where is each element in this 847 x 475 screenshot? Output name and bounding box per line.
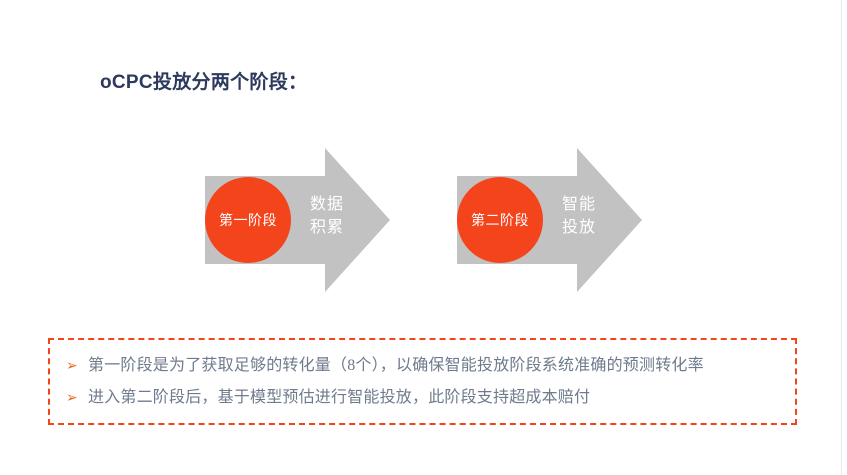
two-stage-diagram: 数据 积累 第一阶段 智能 投放 第二阶段 <box>205 145 707 295</box>
stage-arrow-label-2-line1: 智能 <box>562 196 597 213</box>
stage-arrow-label-1: 数据 积累 <box>310 193 385 239</box>
slide-right-rule <box>841 0 842 475</box>
stage-arrow-label-2: 智能 投放 <box>562 193 637 239</box>
stage-arrow-label-1-line1: 数据 <box>310 196 345 213</box>
arrow-bullet-icon: ➢ <box>66 390 78 406</box>
stage-arrow-label-2-line2: 投放 <box>562 219 597 236</box>
stage-circle-2: 第二阶段 <box>457 177 543 263</box>
page-title: oCPC投放分两个阶段： <box>100 72 308 93</box>
note-text-2: 进入第二阶段后，基于模型预估进行智能投放，此阶段支持超成本赔付 <box>88 389 591 406</box>
stage-group-1: 数据 积累 第一阶段 <box>205 145 455 295</box>
list-item: ➢ 第一阶段是为了获取足够的转化量（8个），以确保智能投放阶段系统准确的预测转化… <box>66 354 785 378</box>
stage-circle-label-1: 第一阶段 <box>219 214 277 229</box>
list-item: ➢ 进入第二阶段后，基于模型预估进行智能投放，此阶段支持超成本赔付 <box>66 386 785 410</box>
arrow-bullet-icon: ➢ <box>66 358 78 374</box>
stage-circle-1: 第一阶段 <box>205 177 291 263</box>
notes-callout-box: ➢ 第一阶段是为了获取足够的转化量（8个），以确保智能投放阶段系统准确的预测转化… <box>48 338 797 425</box>
stage-arrow-label-1-line2: 积累 <box>310 219 345 236</box>
stage-group-2: 智能 投放 第二阶段 <box>457 145 707 295</box>
stage-circle-label-2: 第二阶段 <box>471 214 529 229</box>
note-text-1: 第一阶段是为了获取足够的转化量（8个），以确保智能投放阶段系统准确的预测转化率 <box>88 357 704 374</box>
notes-list: ➢ 第一阶段是为了获取足够的转化量（8个），以确保智能投放阶段系统准确的预测转化… <box>66 354 785 418</box>
